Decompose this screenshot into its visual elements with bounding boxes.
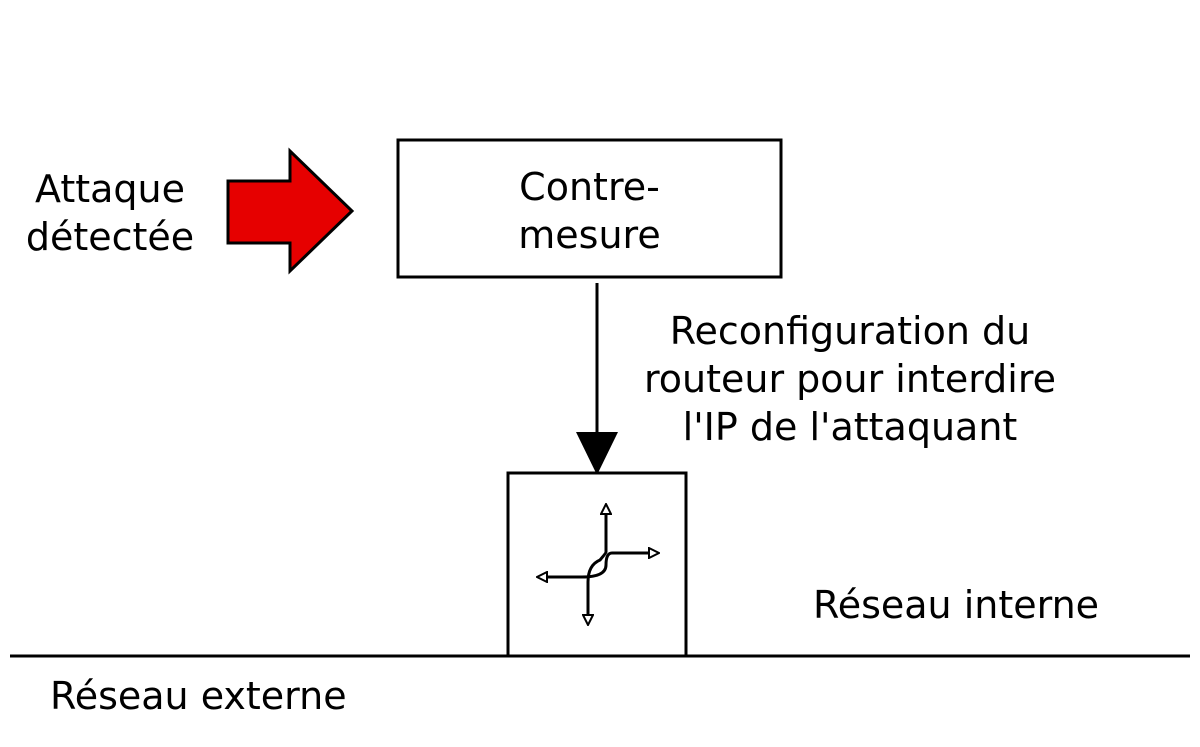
countermeasure-label-line1: Contre- bbox=[519, 165, 660, 209]
attack-label-line1: Attaque bbox=[35, 167, 185, 211]
action-label: Reconfiguration du routeur pour interdir… bbox=[620, 307, 1080, 451]
action-label-line1: Reconfiguration du bbox=[669, 309, 1031, 353]
connector-arrowhead bbox=[576, 432, 618, 475]
internal-network-label: Réseau interne bbox=[813, 583, 1100, 627]
router-box bbox=[506, 471, 688, 658]
attack-label: Attaque détectée bbox=[14, 165, 206, 261]
attack-arrow bbox=[226, 147, 355, 275]
action-label-line2: routeur pour interdire bbox=[643, 357, 1057, 401]
countermeasure-box bbox=[396, 138, 783, 279]
action-label-line3: l'IP de l'attaquant bbox=[682, 405, 1018, 449]
router-icon bbox=[542, 509, 654, 620]
countermeasure-label-line2: mesure bbox=[518, 213, 661, 257]
external-network-label: Réseau externe bbox=[50, 674, 347, 718]
attack-label-line2: détectée bbox=[25, 215, 195, 259]
countermeasure-label: Contre- mesure bbox=[398, 163, 781, 259]
